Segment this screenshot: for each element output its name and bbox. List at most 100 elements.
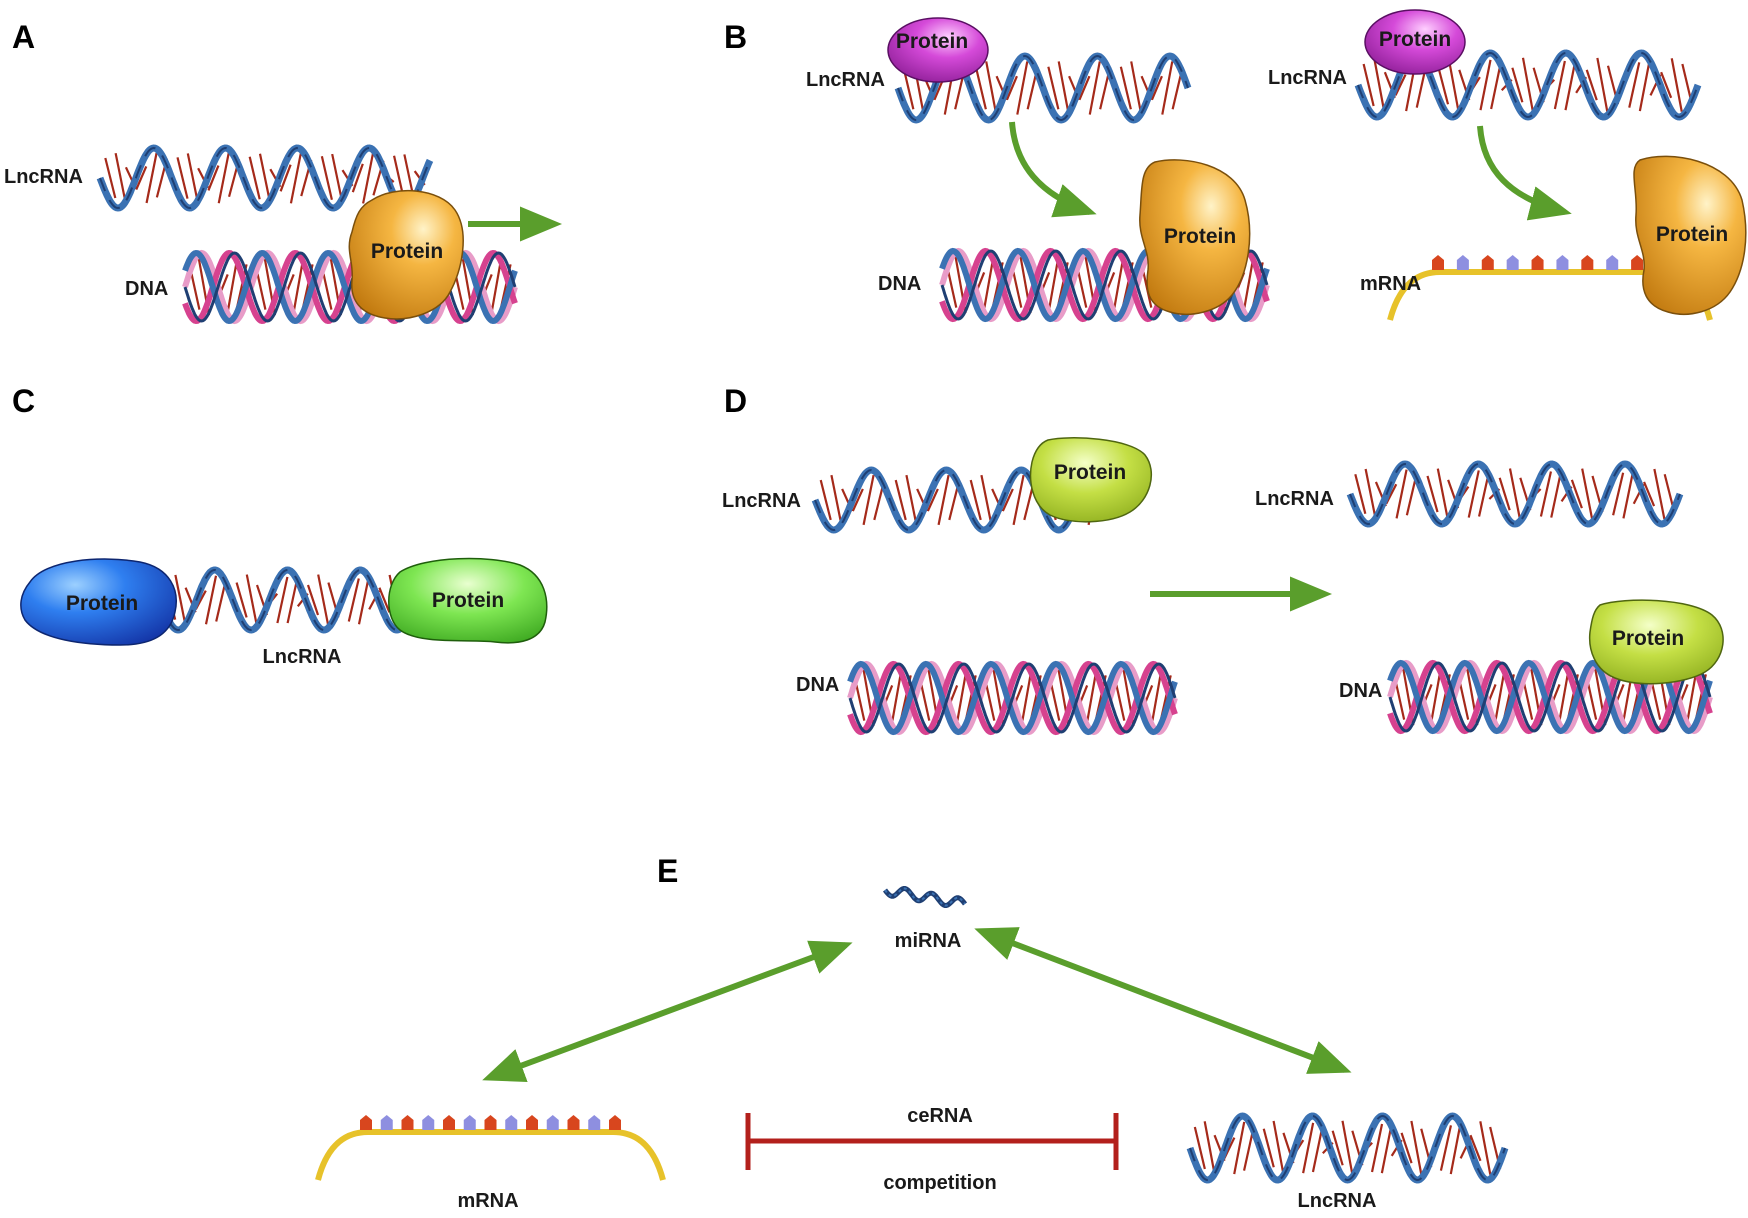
mrna-base [1481,255,1494,270]
base-pair-rung [1112,256,1125,314]
base-pair-rung [1150,75,1163,101]
base-pair-rung [1302,1122,1315,1174]
base-pair-rung [245,574,258,626]
panel-d-left-dna-label: DNA [796,674,839,696]
mrna-base [380,1115,393,1130]
panel-d-right-protein-label: Protein [1612,627,1684,650]
base-pair-rung [1581,468,1594,520]
base-pair-rung [1553,60,1566,110]
dna-strand-pink [847,660,1178,736]
base-pair-rung [1660,71,1673,99]
panel-e: miRNA mRNA LncRNA ceRNA competition [315,886,1509,1212]
base-pair-rung [1653,468,1666,520]
base-pair-rung [1233,1121,1246,1175]
panel-b-left-arrow [1009,121,1097,218]
base-pair-rung [1394,74,1407,96]
mrna-base [1606,255,1619,270]
base-pair-rung [276,576,289,624]
base-pair-rung [1057,61,1070,115]
mrna-base [1432,255,1444,270]
panel-c-lncrna-label: LncRNA [263,646,342,668]
panel-a-protein-label: Protein [371,240,443,263]
panel-e-lncrna-helix [1186,1112,1509,1184]
base-pair-rung [351,163,364,193]
panel-c-protein-left [20,558,177,646]
panel-a-protein [348,189,464,320]
base-pair-rung [306,584,320,616]
dna-strand-dark [183,251,517,323]
base-pair-rung [1047,256,1060,314]
base-pair-rung [320,156,333,200]
base-pair-rung [980,474,993,526]
mrna-base [1581,255,1594,270]
base-pair-rung [1331,1130,1344,1166]
panel-b-left-lncrna-label: LncRNA [806,69,885,91]
panel-e-mirna-strand [882,886,968,908]
panel-b-left: Protein LncRNA Protein DNA [806,17,1270,323]
base-pair-rung [204,575,218,625]
mrna-base [1631,255,1644,270]
panel-a-dna-label: DNA [125,278,168,300]
base-pair-rung [937,474,950,526]
mrna-base [505,1115,518,1130]
panel-d-left-dna-helix [847,660,1178,736]
mirna-backbone [882,886,968,908]
mrna-base [1506,255,1519,270]
panel-e-mrna-label: mRNA [457,1190,518,1212]
panel-a-dna-helix [182,249,518,325]
base-pair-rung [1020,669,1033,727]
panel-a: Protein LncRNA DNA [4,144,562,325]
base-pair-rung [186,153,199,203]
mrna-base [526,1115,538,1130]
base-pair-rung [1508,468,1522,520]
panel-d-left-lncrna-label: LncRNA [722,490,801,512]
base-pair-rung [1203,1121,1216,1175]
base-pair-rung [1016,61,1029,115]
base-pair-rung [1539,471,1553,517]
mrna-base [443,1115,455,1130]
base-pair-rung [890,669,903,727]
mrna-base [484,1115,497,1130]
base-pair-rung [955,669,968,727]
base-pair-rung [1557,668,1570,726]
base-pair-rung [1685,668,1698,726]
base-pair-rung [985,61,998,115]
mrna-base [609,1115,621,1130]
base-pair-rung [1511,67,1524,103]
rna-strand-shade [1189,1114,1506,1182]
base-pair-rung [145,152,158,204]
base-pair-rung [862,474,875,526]
mrna-base [546,1115,559,1130]
panel-b-left-dna-label: DNA [878,273,921,295]
base-pair-rung [1426,475,1439,513]
panel-b-right-lncrna-label: LncRNA [1268,67,1347,89]
base-pair-rung [1272,1120,1285,1176]
base-pair-rung [1193,1126,1206,1170]
panel-b-right-protein-top-label: Protein [1379,28,1451,51]
base-pair-rung [1130,61,1143,115]
panel-d-letter: D [724,383,747,419]
base-pair-rung [378,587,391,613]
mrna-base [422,1115,435,1130]
base-pair-rung [1161,61,1174,115]
dna-strand-dark [940,249,1269,321]
base-pair-rung [1436,65,1450,105]
base-pair-rung [1612,472,1625,516]
base-pair-rung [1429,668,1442,726]
mrna-base [1531,255,1544,270]
panel-b-left-protein-bottom-label: Protein [1164,225,1236,248]
panel-c-protein-right [388,557,548,644]
base-pair-rung [1469,1134,1482,1162]
base-pair-rung [1395,469,1408,519]
base-pair-rung [1364,468,1377,520]
dna-strand-pink [182,249,518,325]
base-pair-rung [830,474,843,526]
base-pair-rung [1354,474,1367,514]
mirna-bases [884,887,966,907]
mrna-base [401,1115,414,1130]
panel-b-left-protein-top [887,17,989,83]
panel-b-left-protein-bottom [1139,159,1251,315]
panel-c: Protein Protein LncRNA [20,557,548,668]
base-pair-rung [1638,58,1651,112]
mrna-base [1456,255,1469,270]
